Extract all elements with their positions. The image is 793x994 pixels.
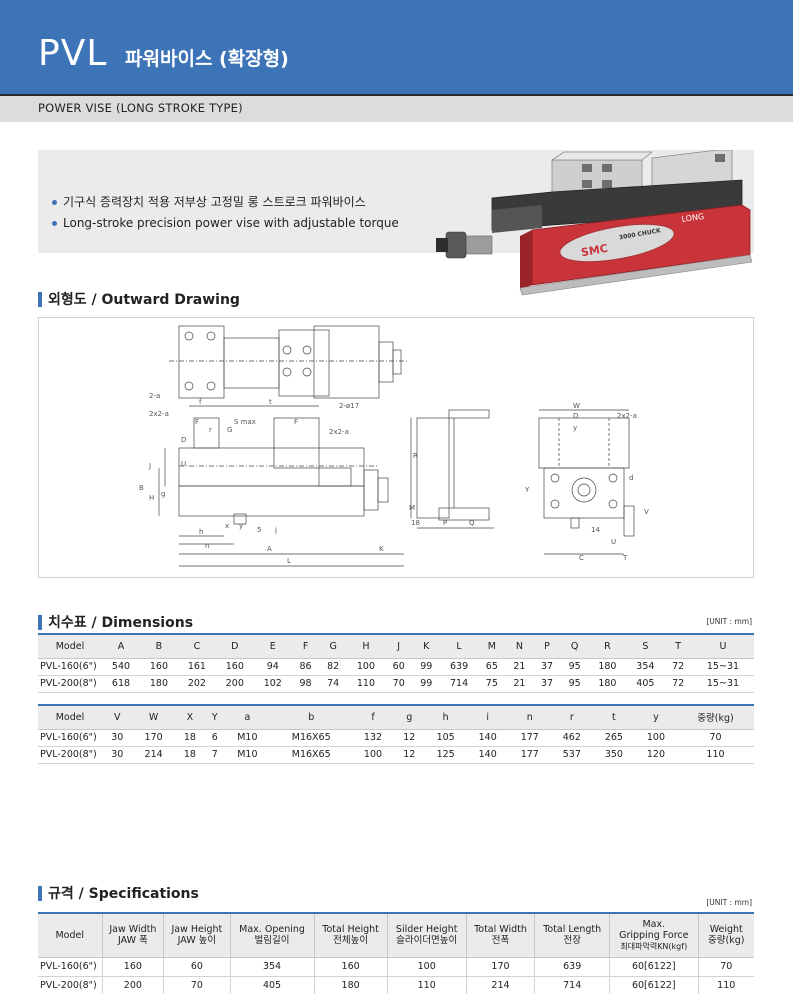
svg-text:h: h [199, 528, 203, 536]
svg-text:B: B [139, 484, 144, 492]
svg-text:g: g [161, 490, 165, 498]
svg-text:C: C [579, 554, 584, 562]
product-long-text: LONG [681, 212, 705, 224]
section-marker [38, 614, 42, 630]
svg-text:R: R [413, 452, 418, 460]
specifications-section-title: 규격 / Specifications [38, 883, 199, 903]
svg-text:d: d [629, 474, 633, 482]
feature-item: Long-stroke precision power vise with ad… [52, 213, 399, 234]
section-marker [38, 291, 42, 307]
dimensions-table-2: Model V W X Y a b f g h i n r t y 중량(kg)… [38, 704, 754, 764]
specifications-unit: [UNIT : mm] [706, 898, 752, 907]
svg-text:j: j [274, 526, 277, 534]
svg-text:2x2-a: 2x2-a [149, 410, 169, 418]
product-brand: SMC [580, 242, 609, 259]
svg-text:P: P [443, 519, 447, 527]
svg-text:L: L [287, 557, 291, 565]
svg-text:14: 14 [591, 526, 600, 534]
drawing-section-title: 외형도 / Outward Drawing [38, 289, 240, 309]
feature-item: 기구식 증력장치 적용 저부상 고정밀 롱 스트로크 파워바이스 [52, 192, 399, 213]
svg-text:Y: Y [524, 486, 530, 494]
svg-text:D: D [181, 436, 186, 444]
svg-text:M: M [409, 504, 415, 512]
feature-list: 기구식 증력장치 적용 저부상 고정밀 롱 스트로크 파워바이스 Long-st… [52, 192, 399, 234]
table-row: PVL-200(8") 200 70 405 180 110 214 714 6… [38, 976, 754, 994]
outward-drawing: 2-a f t 2-ø17 2x2-a F S max F r G 2x2-a … [139, 325, 649, 567]
svg-text:A: A [267, 545, 272, 553]
svg-text:H: H [149, 494, 154, 502]
header-divider [0, 94, 793, 96]
svg-text:y: y [239, 522, 243, 530]
product-subtitle: POWER VISE (LONG STROKE TYPE) [38, 101, 243, 115]
svg-text:Q: Q [469, 519, 475, 527]
model-name: PVL [38, 33, 108, 74]
svg-text:n: n [205, 542, 209, 550]
svg-text:f: f [199, 398, 202, 406]
svg-text:2-a: 2-a [149, 392, 160, 400]
table-row: PVL-160(6") 30 170 18 6 M10 M16X65 132 1… [38, 729, 754, 747]
svg-text:S max: S max [234, 418, 256, 426]
outward-drawing-frame: 2-a f t 2-ø17 2x2-a F S max F r G 2x2-a … [38, 317, 754, 578]
svg-text:2x2-a: 2x2-a [329, 428, 349, 436]
table-row: PVL-160(6") 540 160 161 160 94 86 82 100… [38, 658, 754, 676]
svg-text:2-ø17: 2-ø17 [339, 402, 359, 410]
table-header-row: Model A B C D E F G H J K L M N P Q R S … [38, 633, 754, 659]
svg-text:5: 5 [257, 526, 261, 534]
svg-text:K: K [379, 545, 384, 553]
svg-text:V: V [644, 508, 649, 516]
svg-text:y: y [573, 424, 577, 432]
svg-text:x: x [225, 522, 229, 530]
svg-text:W: W [573, 402, 580, 410]
product-title-kr: 파워바이스 (확장형) [125, 48, 289, 70]
svg-text:18: 18 [411, 519, 420, 527]
svg-text:T: T [622, 554, 628, 562]
bullet-icon [52, 200, 57, 205]
subtitle-bar: POWER VISE (LONG STROKE TYPE) [0, 96, 793, 122]
svg-text:t: t [269, 398, 272, 406]
dimensions-unit: [UNIT : mm] [706, 617, 752, 626]
svg-text:D: D [573, 412, 578, 420]
svg-text:F: F [195, 418, 199, 426]
svg-text:F: F [294, 418, 298, 426]
table-row: PVL-200(8") 618 180 202 200 102 98 74 11… [38, 675, 754, 693]
svg-text:U: U [611, 538, 616, 546]
table-row: PVL-160(6") 160 60 354 160 100 170 639 6… [38, 957, 754, 977]
svg-text:U: U [181, 460, 186, 468]
dimensions-table-1: Model A B C D E F G H J K L M N P Q R S … [38, 633, 754, 693]
dimensions-section-title: 치수표 / Dimensions [38, 612, 193, 632]
svg-text:r: r [209, 426, 212, 434]
table-row: PVL-200(8") 30 214 18 7 M10 M16X65 100 1… [38, 746, 754, 764]
svg-text:G: G [227, 426, 232, 434]
product-image: SMC 3000 CHUCK LONG [436, 150, 753, 296]
section-marker [38, 885, 42, 901]
table-header-row: Model V W X Y a b f g h i n r t y 중량(kg) [38, 704, 754, 730]
svg-text:J: J [148, 462, 151, 470]
bullet-icon [52, 221, 57, 226]
svg-text:2x2-a: 2x2-a [617, 412, 637, 420]
page-header: PVL 파워바이스 (확장형) [0, 0, 793, 94]
